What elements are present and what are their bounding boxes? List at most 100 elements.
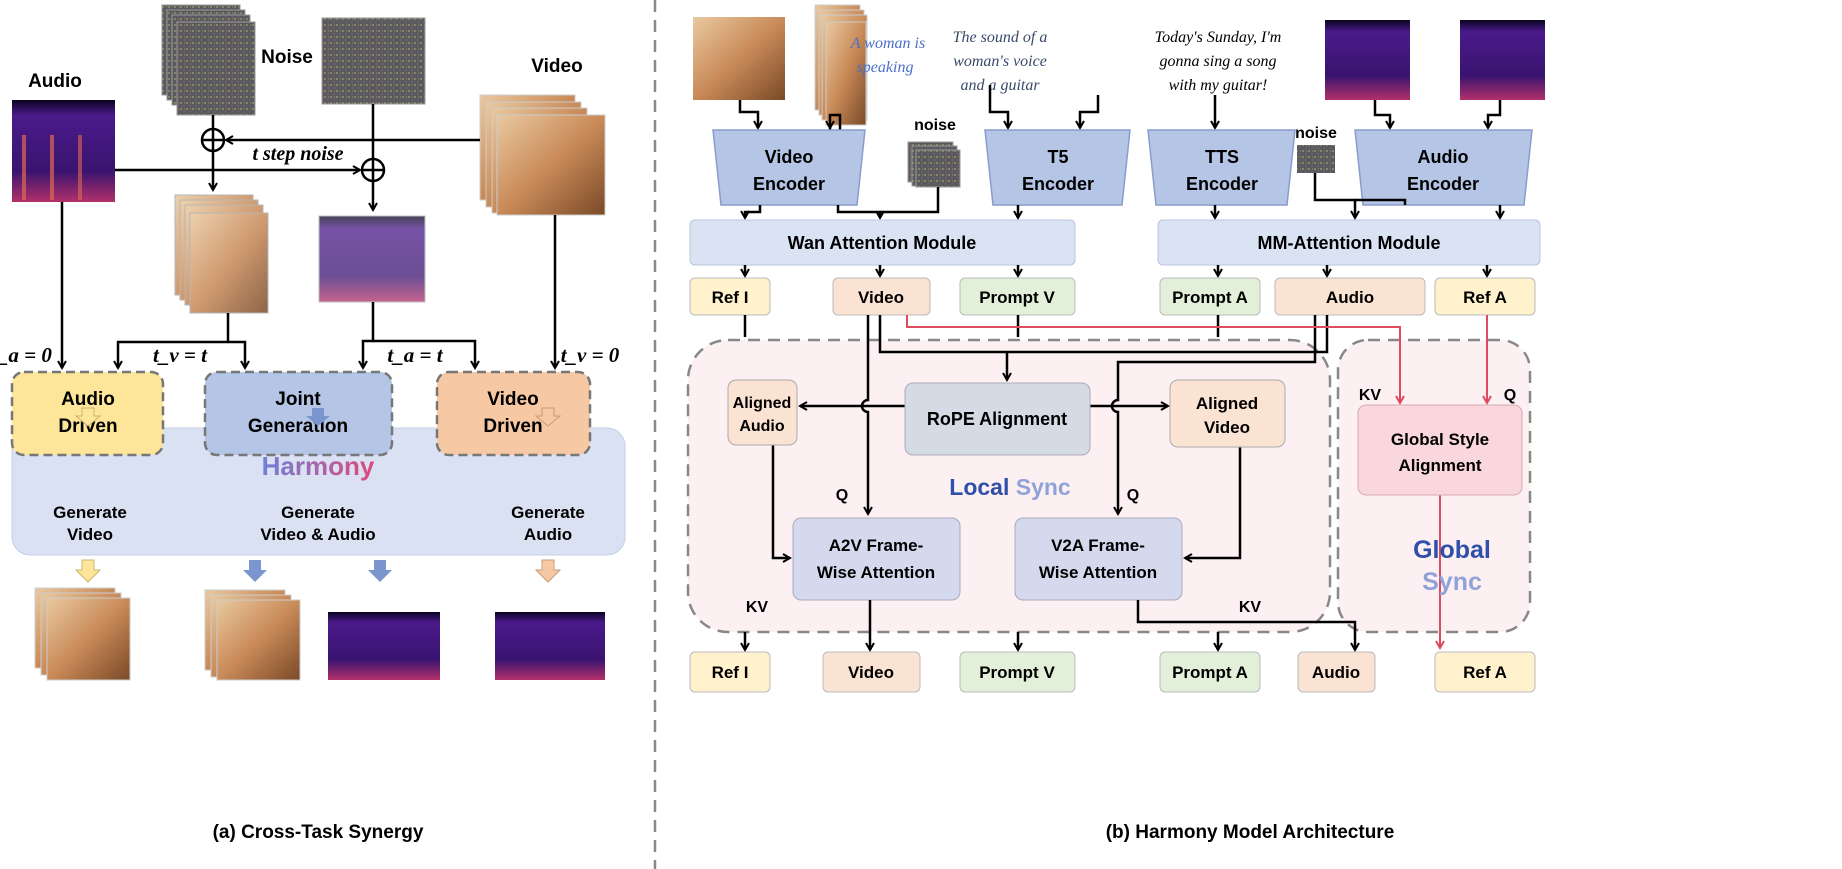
token-prompt-v-top: Prompt V: [959, 277, 1076, 316]
svg-text:gonna sing a song: gonna sing a song: [1160, 53, 1277, 70]
global-kv-label: KV: [1359, 387, 1382, 404]
token-ref-i-bottom: Ref I: [689, 651, 771, 693]
input-spectrogram: [12, 100, 115, 202]
video-noise-label: noise: [914, 117, 956, 134]
token-prompt-v-bottom: Prompt V: [959, 651, 1076, 693]
audio-prompt-text: The sound of a woman's voice and a guita…: [953, 29, 1048, 94]
caption-a: (a) Cross-Task Synergy: [213, 822, 424, 843]
global-sync-label-1: Global: [1413, 536, 1491, 564]
token-prompt-a-top: Prompt A: [1159, 277, 1261, 316]
speech-text: Today's Sunday, I'm gonna sing a song wi…: [1155, 29, 1282, 94]
token-audio-top: Audio: [1274, 277, 1426, 316]
svg-text:T5: T5: [1047, 147, 1068, 167]
tv-t-label: t_v = t: [153, 343, 208, 367]
svg-text:Audio: Audio: [1418, 147, 1469, 167]
video-noise-stack: [907, 141, 961, 188]
svg-text:Encoder: Encoder: [1186, 174, 1258, 194]
svg-text:Joint: Joint: [275, 389, 321, 410]
token-video-top: Video: [832, 277, 931, 316]
token-prompt-a-bottom: Prompt A: [1159, 651, 1261, 693]
block-arrows: [74, 407, 562, 583]
svg-text:Video: Video: [487, 389, 538, 410]
svg-text:Audio: Audio: [1326, 288, 1374, 307]
svg-text:Prompt A: Prompt A: [1172, 288, 1248, 307]
a2v-kv-label: KV: [746, 599, 769, 616]
svg-text:Wan Attention Module: Wan Attention Module: [788, 233, 977, 253]
svg-text:Aligned: Aligned: [733, 395, 792, 412]
audio-noise-image: [1297, 145, 1335, 173]
tts-encoder: TTS Encoder: [1147, 129, 1296, 206]
svg-text:A2V Frame-: A2V Frame-: [829, 536, 923, 555]
token-ref-a-top: Ref A: [1434, 277, 1536, 316]
svg-text:RoPE Alignment: RoPE Alignment: [927, 409, 1067, 429]
svg-text:Global Style: Global Style: [1391, 430, 1489, 449]
svg-text:Generation: Generation: [248, 416, 348, 437]
svg-text:Aligned: Aligned: [1196, 394, 1258, 413]
svg-text:Video: Video: [765, 147, 814, 167]
token-audio-bottom: Audio: [1297, 651, 1376, 693]
output-joint-spectrogram: [328, 612, 440, 680]
ref-audio-spectrogram: [1325, 20, 1410, 100]
svg-text:with my guitar!: with my guitar!: [1169, 77, 1268, 94]
svg-text:Audio: Audio: [61, 389, 115, 410]
global-q-label: Q: [1504, 387, 1516, 404]
output-video-stack: [34, 587, 131, 681]
v2a-q-label: Q: [1127, 487, 1139, 504]
noisy-spectrogram: [318, 215, 426, 303]
t-step-noise-label: t step noise: [252, 143, 343, 165]
svg-text:Audio: Audio: [1312, 663, 1360, 682]
t5-encoder: T5 Encoder: [984, 129, 1131, 206]
a2v-q-label: Q: [836, 487, 848, 504]
svg-text:Video: Video: [858, 288, 904, 307]
svg-text:Alignment: Alignment: [1398, 456, 1481, 475]
svg-text:Ref I: Ref I: [712, 288, 749, 307]
output-joint-line2: Video & Audio: [260, 525, 375, 544]
a2v-frame-wise-attention: A2V Frame- Wise Attention: [792, 517, 961, 601]
output-joint-line1: Generate: [281, 503, 355, 522]
svg-text:Encoder: Encoder: [1407, 174, 1479, 194]
rope-alignment: RoPE Alignment: [904, 382, 1091, 456]
caption-b: (b) Harmony Model Architecture: [1106, 822, 1395, 843]
audio-spectrogram: [1460, 20, 1545, 100]
mode-joint-generation[interactable]: Joint Generation: [203, 370, 394, 457]
tv-0-label: t_v = 0: [561, 343, 620, 367]
noise-label: Noise: [261, 47, 313, 68]
svg-text:and a guitar: and a guitar: [960, 77, 1040, 94]
output-video-line2: Video: [67, 525, 113, 544]
noise-stack: [161, 4, 256, 116]
svg-text:Prompt V: Prompt V: [979, 288, 1055, 307]
reference-image: [693, 17, 785, 100]
audio-label: Audio: [28, 71, 82, 92]
svg-text:Encoder: Encoder: [753, 174, 825, 194]
output-audio-line1: Generate: [511, 503, 585, 522]
svg-text:The sound of a: The sound of a: [953, 29, 1048, 46]
svg-text:Driven: Driven: [483, 416, 542, 437]
video-prompt-text: A woman is speaking: [850, 35, 925, 76]
audio-noise-image: [321, 17, 426, 105]
svg-text:A woman is: A woman is: [850, 35, 925, 52]
video-frames-stack: [814, 4, 868, 126]
svg-text:MM-Attention Module: MM-Attention Module: [1258, 233, 1441, 253]
svg-text:Ref A: Ref A: [1463, 663, 1507, 682]
mm-attention-module: MM-Attention Module: [1157, 219, 1541, 266]
svg-text:Wise Attention: Wise Attention: [817, 563, 935, 582]
noisy-video-stack: [174, 194, 269, 314]
audio-encoder: Audio Encoder: [1354, 129, 1533, 206]
video-label: Video: [531, 56, 582, 77]
svg-text:Ref A: Ref A: [1463, 288, 1507, 307]
svg-text:Audio: Audio: [739, 418, 785, 435]
svg-text:Encoder: Encoder: [1022, 174, 1094, 194]
local-sync-label: Local Sync: [949, 474, 1071, 500]
video-encoder: Video Encoder: [712, 129, 866, 206]
v2a-kv-label: KV: [1239, 599, 1262, 616]
svg-text:woman's voice: woman's voice: [953, 53, 1047, 70]
audio-noise-label: noise: [1295, 125, 1337, 142]
svg-text:V2A Frame-: V2A Frame-: [1051, 536, 1145, 555]
svg-text:Ref I: Ref I: [712, 663, 749, 682]
svg-text:Wise Attention: Wise Attention: [1039, 563, 1157, 582]
token-ref-a-bottom: Ref A: [1434, 651, 1536, 693]
mode-video-driven[interactable]: Video Driven: [435, 370, 592, 457]
